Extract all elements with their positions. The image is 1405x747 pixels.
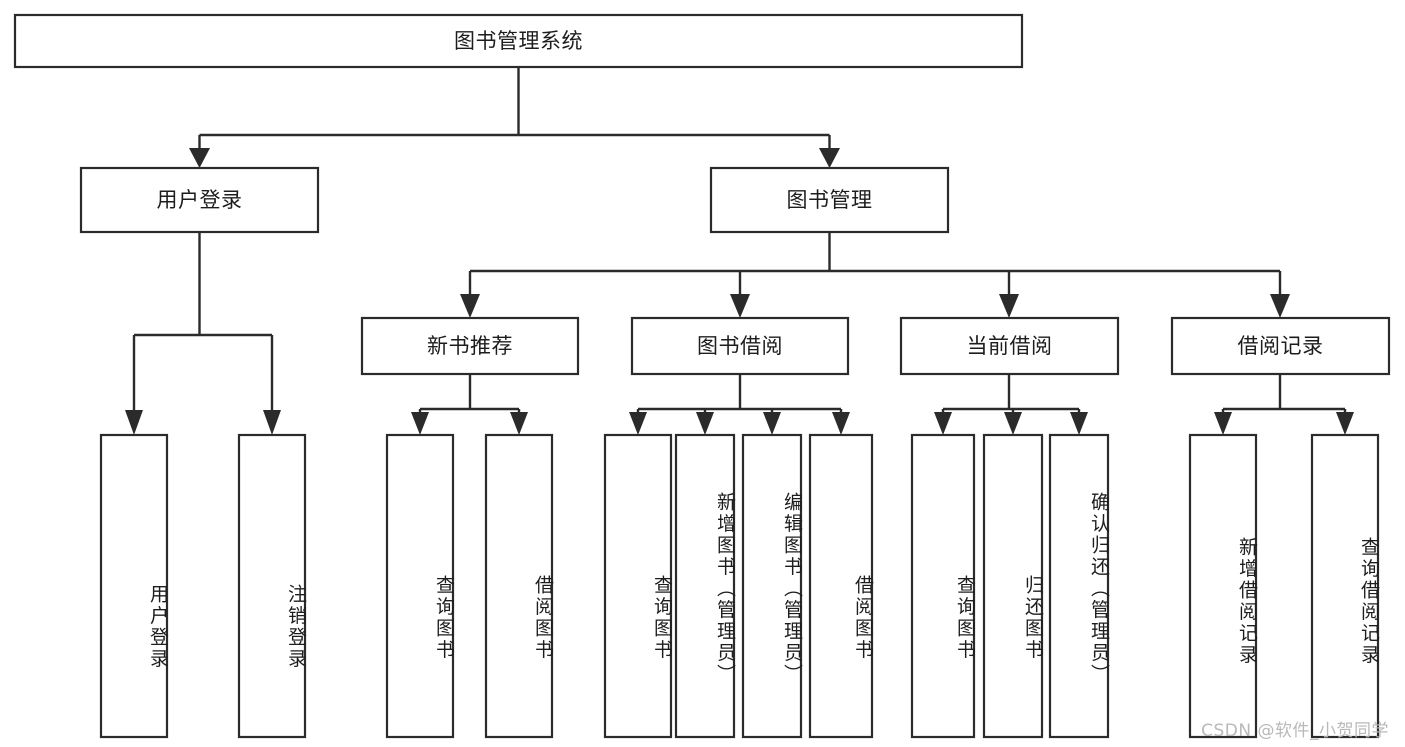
node-book-borrow[interactable]: 图书借阅	[630, 316, 850, 376]
arrow-head-leaf-add-record	[1214, 412, 1232, 435]
node-new-book-rec-box[interactable]	[360, 316, 580, 376]
connector-group-root	[189, 67, 840, 168]
node-user-login[interactable]: 用户登录	[79, 166, 320, 234]
arrow-head-current-borrow	[999, 294, 1019, 318]
arrow-head-leaf-logout	[263, 410, 281, 435]
arrow-head-leaf-borrow-book-1	[510, 412, 528, 435]
arrow-head-leaf-borrow-book-2	[832, 412, 850, 435]
leaf-box-leaf-logout[interactable]	[237, 433, 307, 739]
node-book-manage-label: 图书管理	[787, 188, 873, 212]
node-root-box[interactable]	[13, 13, 1024, 69]
node-current-borrow[interactable]: 当前借阅	[899, 316, 1120, 376]
node-book-manage[interactable]: 图书管理	[709, 166, 950, 234]
arrow-head-leaf-query-record	[1336, 412, 1354, 435]
leaf-box-leaf-add-book[interactable]	[674, 433, 736, 739]
node-current-borrow-box[interactable]	[899, 316, 1120, 376]
node-root-label: 图书管理系统	[454, 29, 583, 53]
leaf-box-leaf-borrow-book-2[interactable]	[808, 433, 874, 739]
arrow-head-book-borrow	[730, 294, 750, 318]
arrow-head-new-book-rec	[460, 294, 480, 318]
leaf-box-leaf-query-book-3[interactable]	[910, 433, 976, 739]
arrow-head-borrow-record	[1270, 294, 1290, 318]
leaf-box-leaf-user-login[interactable]	[99, 433, 169, 739]
arrow-head-book-manage	[819, 148, 840, 168]
node-new-book-rec[interactable]: 新书推荐	[360, 316, 580, 376]
leaf-box-leaf-confirm-return[interactable]	[1048, 433, 1110, 739]
node-new-book-rec-label: 新书推荐	[427, 334, 513, 358]
csdn-watermark: CSDN @软件_小贺同学	[1201, 721, 1389, 741]
arrow-head-leaf-return-book	[1004, 412, 1022, 435]
connector-group-borrow-record	[1214, 374, 1354, 435]
connector-group-book-manage	[460, 232, 1290, 318]
node-user-login-label: 用户登录	[157, 188, 243, 212]
connector-group-user-login	[125, 232, 281, 435]
leaf-box-leaf-edit-book[interactable]	[741, 433, 803, 739]
arrow-head-leaf-user-login	[125, 410, 143, 435]
leaf-box-leaf-query-book-2[interactable]	[603, 433, 673, 739]
leaf-box-leaf-return-book[interactable]	[982, 433, 1044, 739]
leaf-box-leaf-query-book-1[interactable]	[385, 433, 455, 739]
arrow-head-leaf-add-book	[696, 412, 714, 435]
arrow-head-leaf-query-book-3	[934, 412, 952, 435]
arrow-head-leaf-edit-book	[763, 412, 781, 435]
leaf-box-leaf-borrow-book-1[interactable]	[484, 433, 554, 739]
node-current-borrow-label: 当前借阅	[967, 334, 1053, 358]
connector-group-new-book-rec	[411, 374, 528, 435]
node-book-manage-box[interactable]	[709, 166, 950, 234]
leaf-box-leaf-add-record[interactable]	[1188, 433, 1258, 739]
leaf-box-group	[99, 433, 1380, 739]
arrow-head-leaf-confirm-return	[1070, 412, 1088, 435]
node-book-borrow-box[interactable]	[630, 316, 850, 376]
arrow-head-leaf-query-book-1	[411, 412, 429, 435]
arrow-head-user-login	[189, 148, 210, 168]
node-book-borrow-label: 图书借阅	[697, 334, 783, 358]
arrow-head-leaf-query-book-2	[629, 412, 647, 435]
connector-group-book-borrow	[629, 374, 850, 435]
node-borrow-record-box[interactable]	[1170, 316, 1391, 376]
connector-group-current-borrow	[934, 374, 1088, 435]
leaf-box-leaf-query-record[interactable]	[1310, 433, 1380, 739]
node-root[interactable]: 图书管理系统	[13, 13, 1024, 69]
node-borrow-record[interactable]: 借阅记录	[1170, 316, 1391, 376]
node-borrow-record-label: 借阅记录	[1238, 334, 1324, 358]
node-user-login-box[interactable]	[79, 166, 320, 234]
